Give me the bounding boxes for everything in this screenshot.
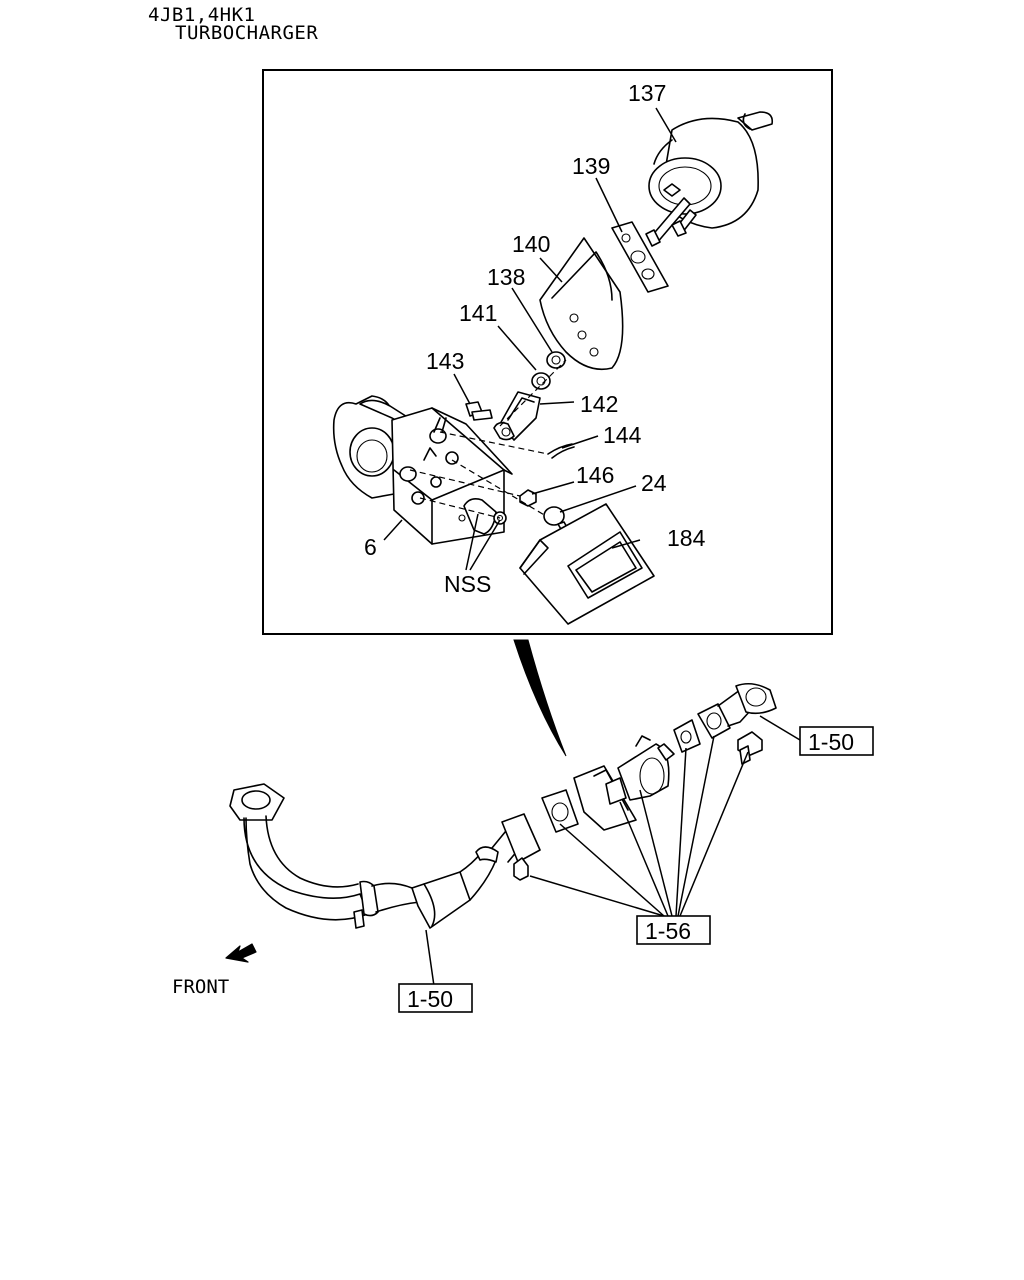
clip-144-part [547,443,575,459]
upper-pipe-ref: 1-50 [808,729,854,755]
engine-model-label: 4JB1,4HK1 [148,4,256,26]
front-label: FRONT [172,976,229,998]
callout-140: 140 [512,231,550,257]
callout-nss: NSS [444,571,491,597]
front-arrow-icon [225,943,257,963]
callout-6: 6 [364,534,377,560]
callout-146: 146 [576,462,614,488]
turbo-housing-block-part [332,395,513,545]
callout-leaders [383,107,677,571]
nut-138-part [546,351,566,369]
callout-184: 184 [667,525,706,551]
nut-141-part [531,372,551,390]
hardware-ref: 1-56 [645,918,691,944]
callout-142: 142 [580,391,618,417]
heat-shield-part [519,503,655,625]
section-title: TURBOCHARGER [175,22,319,44]
link-lever-part [493,391,541,441]
callout-143: 143 [426,348,464,374]
callout-139: 139 [572,153,610,179]
detail-frame [262,69,833,635]
callout-141: 141 [459,300,497,326]
lower-assembly-leaders [425,715,801,987]
callout-24: 24 [641,470,667,496]
mounting-bracket-part [539,237,624,371]
lower-pipe-ref: 1-50 [407,986,453,1012]
detail-pointer [513,639,567,757]
nut-146-part [519,489,537,507]
upper-pipe-ref-box [799,726,874,756]
pin-143-part [465,401,493,421]
callout-144: 144 [603,422,642,448]
hardware-ref-box [636,915,711,945]
assembly-center-lines [409,359,567,519]
callout-137: 137 [628,80,666,106]
exhaust-pipe-assembly [229,682,777,929]
lower-pipe-ref-box [398,983,473,1013]
callout-138: 138 [487,264,525,290]
gasket-plate-part [611,221,669,293]
actuator-canister-part [645,111,774,247]
